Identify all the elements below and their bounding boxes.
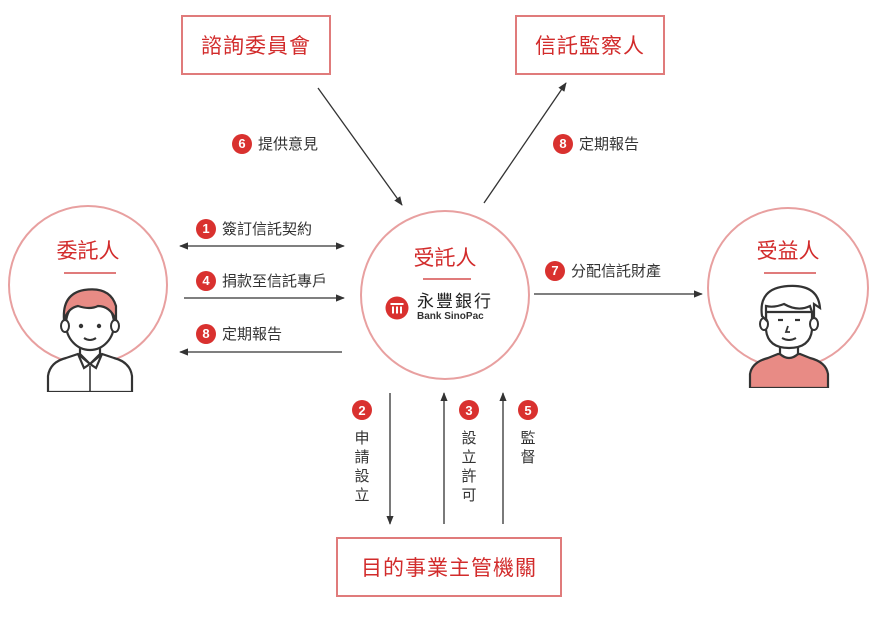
bank-name-zh: 永豐銀行: [417, 292, 493, 312]
step-badge: 4: [196, 270, 216, 291]
sinopac-logo-icon: [385, 296, 409, 320]
settlor-avatar-icon: [46, 288, 134, 392]
flow-report-settlor: 8 定期報告: [196, 323, 282, 344]
settlor-label: 委託人: [56, 239, 120, 263]
flow-text: 定期報告: [579, 135, 640, 153]
settlor-circle: 委託人: [8, 205, 168, 365]
trustee-circle: 受託人: [360, 210, 530, 380]
advisory-committee-box: 諮詢委員會: [181, 15, 331, 75]
competent-authority-label: 目的事業主管機關: [361, 556, 537, 580]
competent-authority-box: 目的事業主管機關: [336, 537, 562, 597]
flow-supervise: 監督: [520, 429, 536, 466]
flow-advice: 6 提供意見: [232, 133, 318, 154]
flow-text: 定期報告: [222, 325, 283, 343]
flow-text: 分配信託財產: [571, 262, 662, 280]
step-badge: 6: [232, 133, 252, 154]
arrow-report-supervisor: [483, 82, 567, 204]
step-badge: 2: [352, 400, 372, 420]
trust-supervisor-label: 信託監察人: [535, 34, 645, 58]
step-badge: 8: [196, 323, 216, 344]
flow-distribution: 7 分配信託財產: [545, 260, 661, 281]
step-badge: 3: [459, 400, 479, 420]
flow-apply: 申請設立: [354, 429, 370, 504]
flow-donation: 4 捐款至信託專戶: [196, 270, 327, 291]
step-badge: 7: [545, 260, 565, 281]
beneficiary-underline: [764, 272, 816, 274]
flow-contract: 1 簽訂信託契約: [196, 218, 312, 239]
trustee-label: 受託人: [413, 246, 477, 270]
step-badge: 8: [553, 133, 573, 154]
bank-logo: 永豐銀行 Bank SinoPac: [385, 293, 493, 323]
flow-report-supervisor: 8 定期報告: [553, 133, 639, 154]
flow-text: 簽訂信託契約: [222, 220, 313, 238]
trustee-underline: [423, 278, 471, 280]
flow-text: 捐款至信託專戶: [222, 272, 328, 290]
arrow-advice: [317, 87, 403, 206]
beneficiary-label: 受益人: [756, 239, 820, 263]
flow-text: 提供意見: [258, 135, 319, 153]
step-badge: 1: [196, 218, 216, 239]
trust-supervisor-box: 信託監察人: [515, 15, 665, 75]
step-badge: 5: [518, 400, 538, 420]
bank-name-en: Bank SinoPac: [417, 311, 484, 322]
settlor-underline: [64, 272, 116, 274]
flow-permit: 設立許可: [461, 429, 477, 504]
advisory-committee-label: 諮詢委員會: [201, 34, 311, 58]
beneficiary-avatar-icon: [748, 284, 830, 388]
